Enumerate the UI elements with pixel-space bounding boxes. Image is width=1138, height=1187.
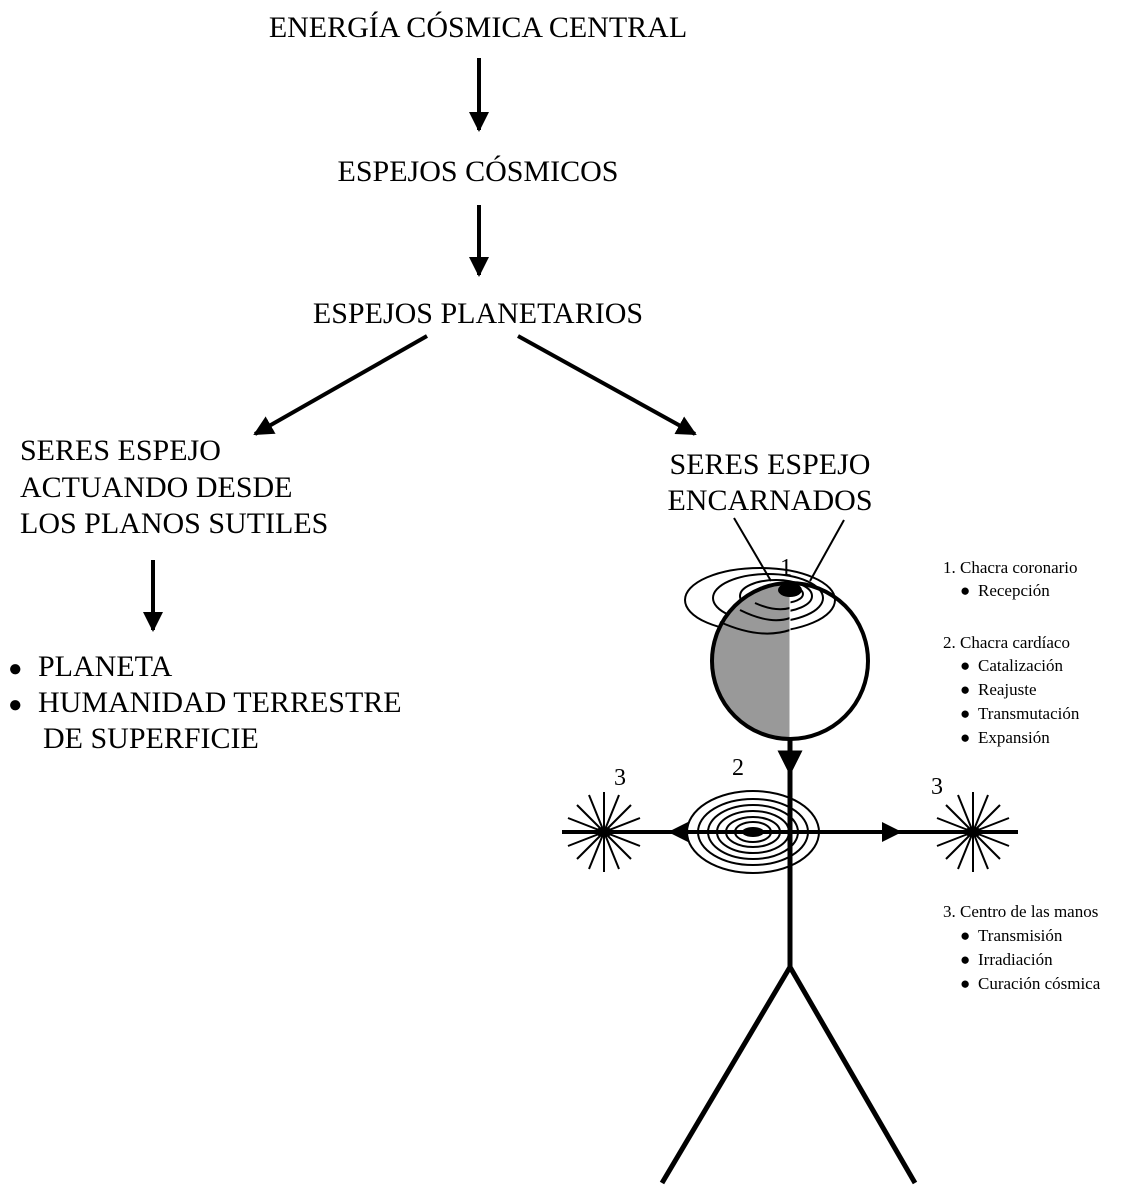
legend-bullet: ● [960, 704, 970, 723]
legend-hands-item: Transmisión [978, 926, 1063, 945]
legend-bullet: ● [960, 680, 970, 699]
legend-heart-item: Reajuste [978, 680, 1037, 699]
head-shaded-half [712, 583, 790, 739]
legend: 1. Chacra coronario ● Recepción 2. Chacr… [943, 558, 1101, 993]
incarnated-line-1: SERES ESPEJO [670, 448, 871, 481]
legend-heart-item: Transmutación [978, 704, 1080, 723]
legend-hands-title: 3. Centro de las manos [943, 902, 1098, 921]
crown-marker: 1 [780, 555, 792, 581]
legend-heart-item: Expansión [978, 728, 1050, 747]
arrow-planetary-to-subtle [253, 334, 428, 436]
target-planet: PLANETA [38, 650, 173, 683]
crown-ray-right [809, 519, 845, 582]
subtle-planes-line-3: LOS PLANOS SUTILES [20, 507, 328, 540]
central-energy-label: ENERGÍA CÓSMICA CENTRAL [269, 11, 687, 44]
crown-chakra-point [778, 583, 802, 597]
heart-marker: 2 [732, 755, 744, 781]
target-bullet-2: ● [8, 692, 23, 718]
legend-crown-title: 1. Chacra coronario [943, 558, 1078, 577]
arrow-planetary-to-incarnated [517, 334, 697, 436]
stick-figure: 1 2 3 [562, 517, 1018, 1185]
legend-hands-item: Curación cósmica [978, 974, 1101, 993]
subtle-planes-line-1: SERES ESPEJO [20, 434, 221, 467]
left-hand-center [595, 827, 613, 837]
target-humanity: HUMANIDAD TERRESTRE [38, 686, 402, 719]
legend-bullet: ● [960, 926, 970, 945]
hand-left-marker: 3 [614, 765, 626, 791]
legend-heart-item: Catalización [978, 656, 1063, 675]
legend-bullet: ● [960, 656, 970, 675]
subtle-planes-line-2: ACTUANDO DESDE [20, 471, 293, 504]
legend-heart-title: 2. Chacra cardíaco [943, 633, 1070, 652]
hand-right-marker: 3 [931, 774, 943, 800]
legend-bullet: ● [960, 950, 970, 969]
right-hand-center [964, 827, 982, 837]
heart-chakra-spiral [686, 790, 820, 874]
crown-ray-left [733, 517, 772, 582]
legend-bullet: ● [960, 974, 970, 993]
target-surface: DE SUPERFICIE [43, 722, 259, 755]
planetary-mirrors-label: ESPEJOS PLANETARIOS [313, 297, 643, 330]
legend-bullet: ● [960, 581, 970, 600]
leg-left [659, 965, 793, 1185]
target-bullet-1: ● [8, 656, 23, 682]
legend-bullet: ● [960, 728, 970, 747]
incarnated-line-2: ENCARNADOS [667, 484, 872, 517]
head-inner-arcs [719, 602, 791, 635]
heart-chakra-point [742, 827, 764, 837]
cosmic-mirrors-label: ESPEJOS CÓSMICOS [338, 155, 619, 188]
legend-crown-item: Recepción [978, 581, 1050, 600]
legend-hands-item: Irradiación [978, 950, 1053, 969]
leg-right [787, 965, 918, 1185]
